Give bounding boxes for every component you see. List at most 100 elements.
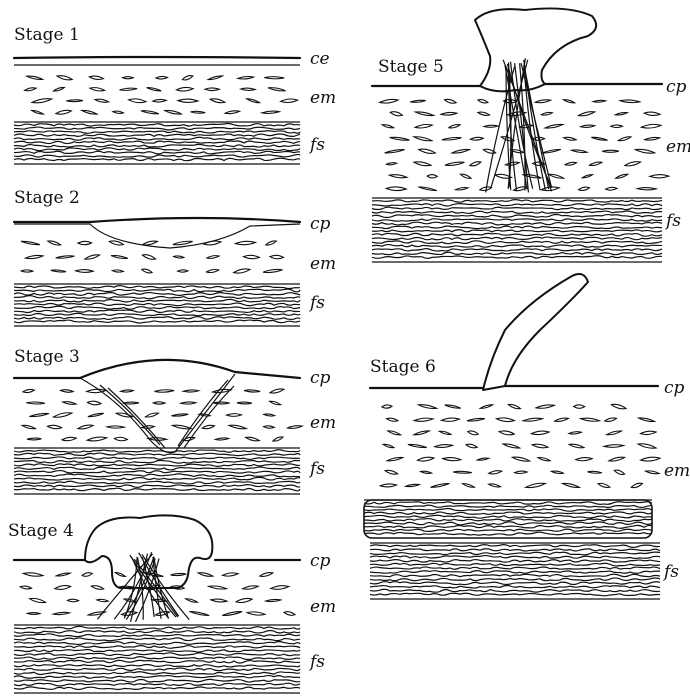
- cell-mark: [178, 99, 198, 102]
- fiber-line: [14, 310, 300, 312]
- cell-mark: [189, 612, 209, 616]
- cell-mark: [415, 124, 432, 128]
- cell-mark: [111, 256, 128, 259]
- cell-mark: [503, 444, 520, 448]
- stage-2-surface: [14, 218, 300, 222]
- stage-5-label-em: em: [666, 137, 690, 157]
- fiber-line: [364, 519, 652, 522]
- cell-mark: [385, 470, 398, 474]
- fiber-line: [14, 313, 300, 316]
- stage-2-panel: Stage 2 cp em fs: [14, 188, 336, 326]
- cell-mark: [227, 414, 242, 417]
- cell-mark: [387, 418, 398, 421]
- cell-mark: [418, 457, 434, 461]
- fiber-line: [14, 151, 300, 154]
- cell-mark: [266, 599, 281, 601]
- stage-4-panel: Stage 4 cp em fs: [8, 515, 336, 693]
- fiber-line: [370, 593, 660, 596]
- stage-3-panel: Stage 3 cp em fs: [14, 347, 336, 494]
- fiber-line: [14, 450, 300, 452]
- cell-mark: [123, 402, 139, 404]
- cell-mark: [470, 162, 481, 166]
- cell-mark: [268, 88, 285, 91]
- stage-3-label-top: cp: [310, 368, 331, 388]
- cell-mark: [386, 163, 396, 165]
- cell-mark: [484, 125, 498, 127]
- cell-mark: [382, 405, 392, 408]
- fiber-line: [364, 508, 652, 511]
- cell-mark: [551, 471, 563, 473]
- fiber-line: [370, 589, 660, 592]
- fiber-line: [14, 131, 300, 134]
- cell-mark: [243, 586, 259, 589]
- fiber-line: [372, 219, 662, 221]
- cell-mark: [156, 76, 168, 79]
- fiber-line: [14, 687, 300, 690]
- fiber-line: [364, 505, 652, 507]
- fiber-line: [14, 289, 300, 292]
- cell-mark: [247, 99, 260, 103]
- cell-mark: [427, 175, 437, 178]
- cell-mark: [57, 76, 72, 80]
- cell-mark: [141, 111, 159, 114]
- cell-mark: [565, 162, 576, 165]
- cell-mark: [572, 150, 587, 153]
- fiber-line: [14, 653, 300, 656]
- fiber-line: [14, 672, 300, 675]
- cell-mark: [515, 471, 528, 473]
- fiber-line: [14, 154, 300, 157]
- fiber-line: [364, 512, 652, 514]
- cell-mark: [631, 483, 642, 487]
- cell-mark: [223, 573, 239, 576]
- fiber-line: [14, 485, 300, 488]
- cell-mark: [153, 99, 167, 102]
- fiber-line: [14, 464, 300, 467]
- cell-mark: [541, 112, 552, 115]
- cell-mark: [468, 431, 479, 435]
- cell-mark: [589, 162, 602, 165]
- stage-6-panel: Stage 6 cp em fs: [364, 274, 690, 599]
- cell-mark: [389, 175, 407, 178]
- cell-mark: [390, 112, 402, 116]
- cell-mark: [183, 390, 199, 392]
- cell-mark: [591, 137, 607, 140]
- cell-mark: [109, 241, 123, 245]
- stage-5-title: Stage 5: [378, 57, 444, 77]
- stage-4-label-em: em: [310, 597, 336, 617]
- fiber-line: [14, 488, 300, 491]
- cell-mark: [22, 425, 35, 428]
- fiber-line: [364, 515, 652, 518]
- cell-mark: [442, 137, 462, 140]
- cell-mark: [113, 111, 124, 113]
- cell-mark: [414, 418, 433, 421]
- cell-mark: [97, 599, 108, 601]
- fiber-line: [372, 245, 662, 248]
- cell-mark: [581, 125, 595, 127]
- cell-mark: [78, 241, 92, 244]
- cell-mark: [526, 483, 546, 487]
- cell-mark: [266, 241, 277, 245]
- cell-mark: [638, 444, 656, 448]
- fiber-line: [14, 638, 300, 641]
- cell-mark: [63, 402, 76, 405]
- cell-mark: [442, 418, 460, 421]
- cell-mark: [380, 484, 396, 487]
- stage-1-label-fs: fs: [308, 135, 325, 155]
- cell-mark: [264, 426, 275, 428]
- cell-mark: [605, 418, 617, 421]
- cell-mark: [32, 99, 52, 103]
- cell-mark: [95, 99, 109, 102]
- cell-mark: [581, 418, 600, 421]
- cell-mark: [270, 389, 284, 393]
- cell-mark: [288, 426, 303, 429]
- cell-mark: [270, 255, 283, 258]
- cell-mark: [415, 112, 433, 116]
- cell-mark: [439, 431, 451, 434]
- cell-mark: [25, 88, 37, 91]
- cell-mark: [387, 457, 402, 460]
- stage-5-label-top: cp: [666, 77, 687, 97]
- cell-mark: [260, 573, 273, 577]
- stage-1-label-em: em: [310, 88, 336, 108]
- cell-mark: [262, 111, 279, 113]
